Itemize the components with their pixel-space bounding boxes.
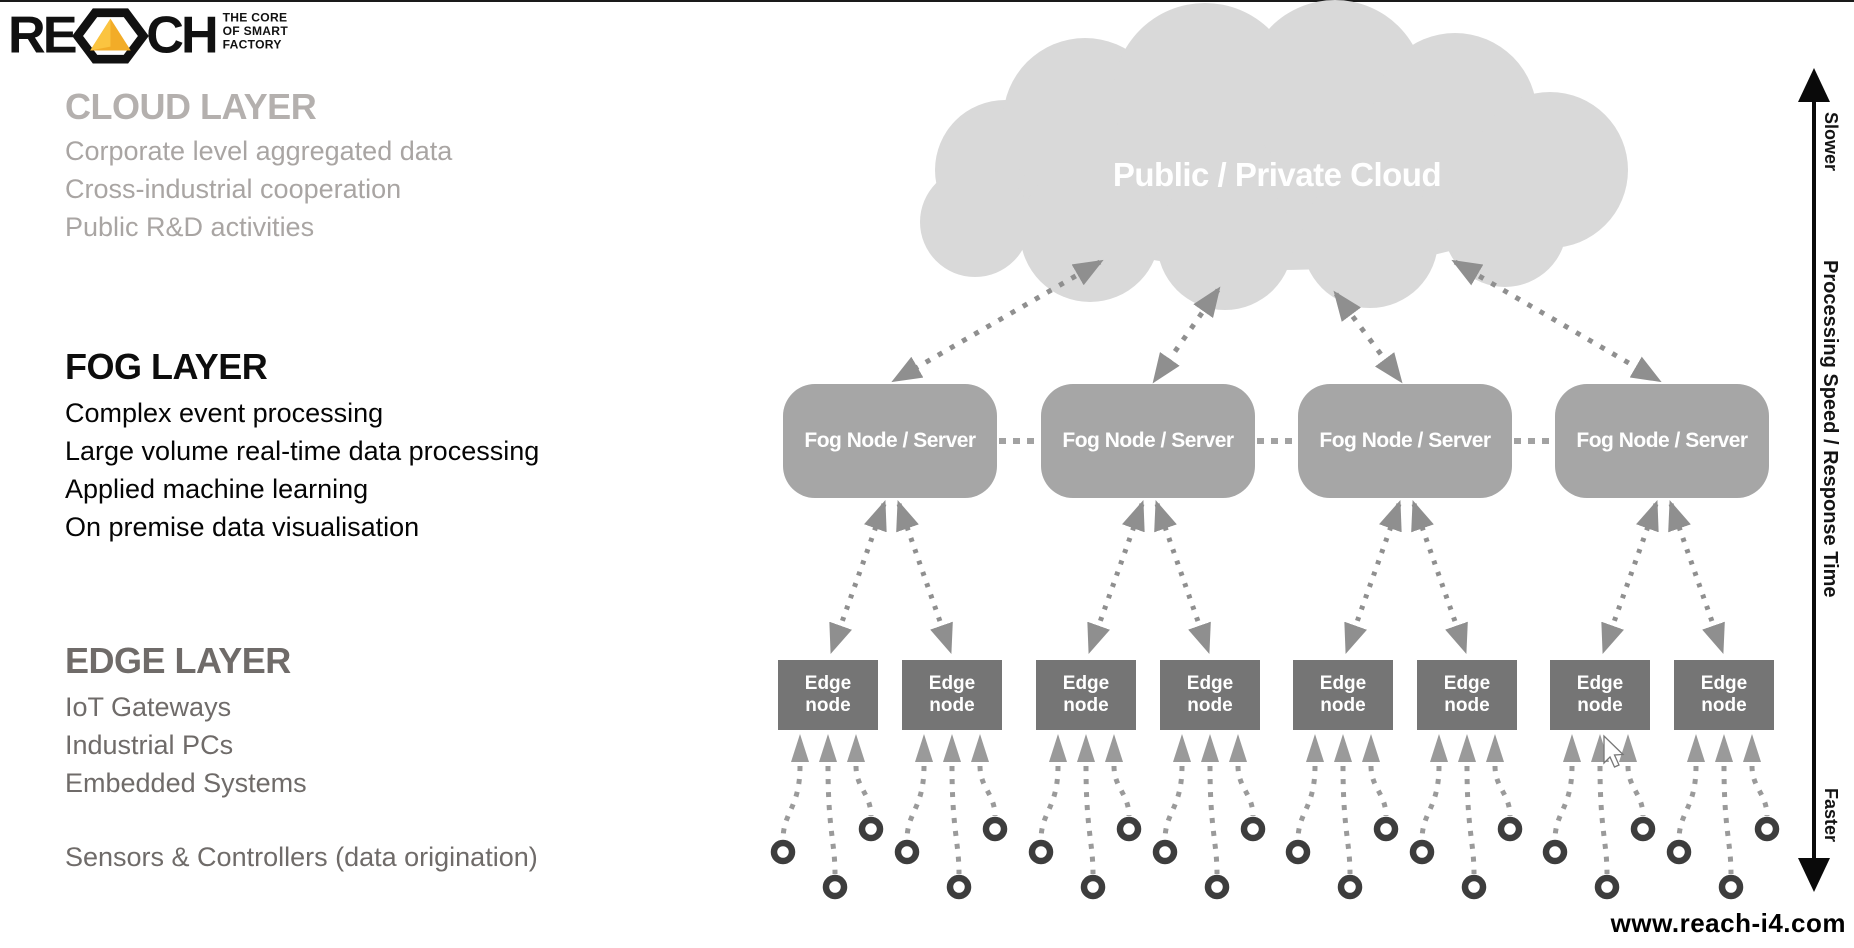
cloud-fog-links (891, 259, 1662, 384)
fog-node-label-3: Fog Node / Server (1319, 429, 1491, 452)
edge-layer-item: IoT Gateways (65, 692, 232, 722)
logo-text-ch: CH (146, 6, 216, 64)
fog-node-label-1: Fog Node / Server (804, 429, 976, 452)
axis-label-slower: Slower (1821, 112, 1841, 172)
edge-node-label-1: Edge node (804, 673, 852, 716)
fog-layer-item: On premise data visualisation (65, 512, 420, 542)
edge-node-label-2: Edge node (928, 673, 976, 716)
logo-pyramid-highlight (90, 18, 111, 51)
edge-node-label-6: Edge node (1443, 673, 1491, 716)
logo-text-re: RE (8, 6, 76, 64)
cloud-layer-item: Public R&D activities (65, 212, 315, 242)
logo-tagline-line3: FACTORY (223, 38, 282, 52)
fog-layer-items: Complex event processing Large volume re… (65, 394, 539, 546)
edge-node-label-7: Edge node (1576, 673, 1624, 716)
fog-node-boxes (783, 384, 1769, 498)
edge-layer-title: EDGE LAYER (65, 640, 291, 681)
speed-axis-arrow (1798, 68, 1830, 892)
edge-layer-item: Industrial PCs (65, 730, 234, 760)
fog-node-label-4: Fog Node / Server (1576, 429, 1748, 452)
edge-node-label-3: Edge node (1062, 673, 1110, 716)
cloud-node-label: Public / Private Cloud (1112, 156, 1442, 193)
edge-node-label-5: Edge node (1319, 673, 1367, 716)
sensors-note: Sensors & Controllers (data origination) (65, 842, 538, 872)
edge-node-label-8: Edge node (1700, 673, 1748, 716)
fog-layer-item: Applied machine learning (65, 474, 369, 504)
cloud-layer-title: CLOUD LAYER (65, 86, 317, 127)
mouse-cursor (1603, 734, 1625, 768)
fog-node-label-2: Fog Node / Server (1062, 429, 1234, 452)
reach-logo: RE CH THE CORE OF SMART FACTORY (8, 4, 298, 66)
edge-layer-items: IoT Gateways Industrial PCs Embedded Sys… (65, 688, 307, 802)
cloud-layer-item: Corporate level aggregated data (65, 136, 453, 166)
fog-layer-item: Complex event processing (65, 398, 384, 428)
edge-layer-item: Embedded Systems (65, 768, 307, 798)
logo-tagline-line2: OF SMART (223, 24, 289, 38)
axis-label-processing-speed: Processing Speed / Response Time (1819, 260, 1841, 598)
edge-node-label-4: Edge node (1186, 673, 1234, 716)
cloud-layer-item: Cross-industrial cooperation (65, 174, 402, 204)
axis-label-faster: Faster (1821, 788, 1841, 843)
logo-tagline-line1: THE CORE (223, 10, 288, 24)
fog-layer-title: FOG LAYER (65, 346, 268, 387)
cloud-layer-items: Corporate level aggregated data Cross-in… (65, 132, 452, 246)
website-url: www.reach-i4.com (1610, 908, 1846, 938)
logo-hexagon (72, 8, 149, 64)
top-border-line (0, 0, 1854, 2)
cloud-shape (920, 0, 1628, 310)
fog-layer-item: Large volume real-time data processing (65, 436, 540, 466)
